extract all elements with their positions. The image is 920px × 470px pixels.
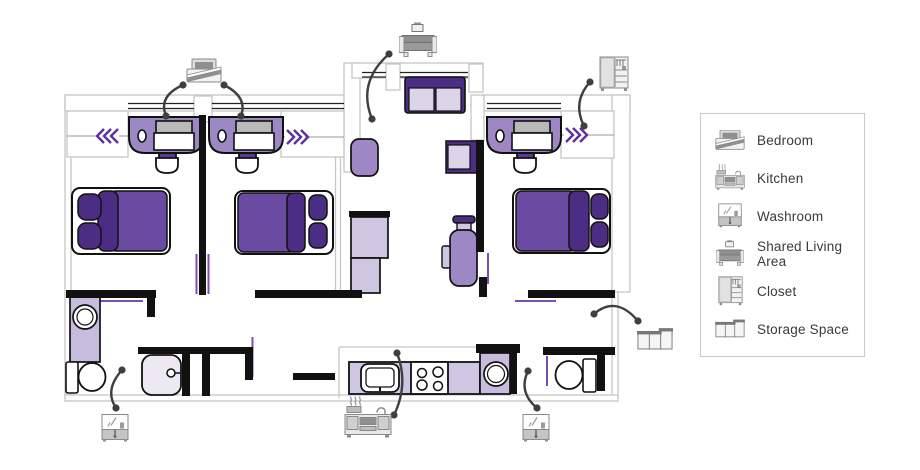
legend-label: Bedroom [757, 133, 814, 149]
arrow-endpoints [112, 50, 642, 419]
shelf-unit [349, 211, 390, 294]
legend-label: Washroom [757, 208, 824, 224]
legend-label: Shared Living Area [757, 238, 843, 269]
legend-item-bedroom: Bedroom [701, 126, 864, 156]
living-area [349, 76, 479, 294]
armchair [350, 138, 379, 177]
closet-icon [713, 276, 747, 306]
shower-room [141, 354, 182, 396]
toilet [65, 361, 107, 394]
stove [410, 361, 449, 395]
legend-item-shared-living-area: Shared Living Area [701, 239, 864, 269]
side-chair [445, 140, 479, 174]
closets [66, 110, 615, 159]
legend-label: Closet [757, 283, 797, 299]
closet-callout-icon [599, 56, 629, 92]
washroom-right [554, 358, 597, 393]
chevron-right-icon [286, 127, 589, 145]
legend-item-closet: Closet [701, 276, 864, 306]
living-callout-sofa-icon [399, 22, 437, 58]
sofa [404, 76, 466, 114]
beds [71, 187, 611, 255]
callout-arrows [110, 53, 639, 416]
bed-3 [512, 188, 611, 254]
legend-label: Storage Space [757, 321, 849, 337]
sofa-icon [713, 239, 747, 269]
water-heater [441, 215, 478, 287]
chevron-left-icon [95, 128, 119, 144]
washroom-icon [713, 201, 747, 231]
storage-icon [713, 314, 747, 344]
legend-item-kitchen: Kitchen [701, 163, 864, 193]
toilet [554, 358, 597, 393]
legend-label: Kitchen [757, 170, 804, 186]
bed-1 [71, 187, 171, 255]
laundry-machine [479, 352, 511, 395]
windows [128, 71, 561, 110]
kitchen [348, 352, 511, 395]
shower [141, 354, 182, 396]
storage-callout-icon [637, 327, 673, 350]
kitchen-sink [360, 363, 400, 393]
legend-item-washroom: Washroom [701, 201, 864, 231]
legend-item-storage-space: Storage Space [701, 314, 864, 344]
kitchen-icon [713, 163, 747, 193]
washroom-callout-icon-left [101, 413, 129, 443]
desk-3 [486, 116, 562, 174]
bed-2 [234, 190, 334, 255]
bedroom-callout-bed-icon [186, 58, 222, 83]
desks [128, 116, 562, 174]
desk-2 [208, 116, 284, 174]
desk-1 [128, 116, 204, 174]
bed-icon [713, 126, 747, 156]
washroom-callout-icon-right [522, 413, 550, 443]
kitchen-callout-icon [344, 396, 392, 439]
legend: Bedroom Kitchen Washroom Shared Living A… [700, 113, 865, 357]
glass-partition [334, 155, 476, 398]
washroom-left [65, 295, 107, 394]
interior-walls [66, 115, 615, 396]
